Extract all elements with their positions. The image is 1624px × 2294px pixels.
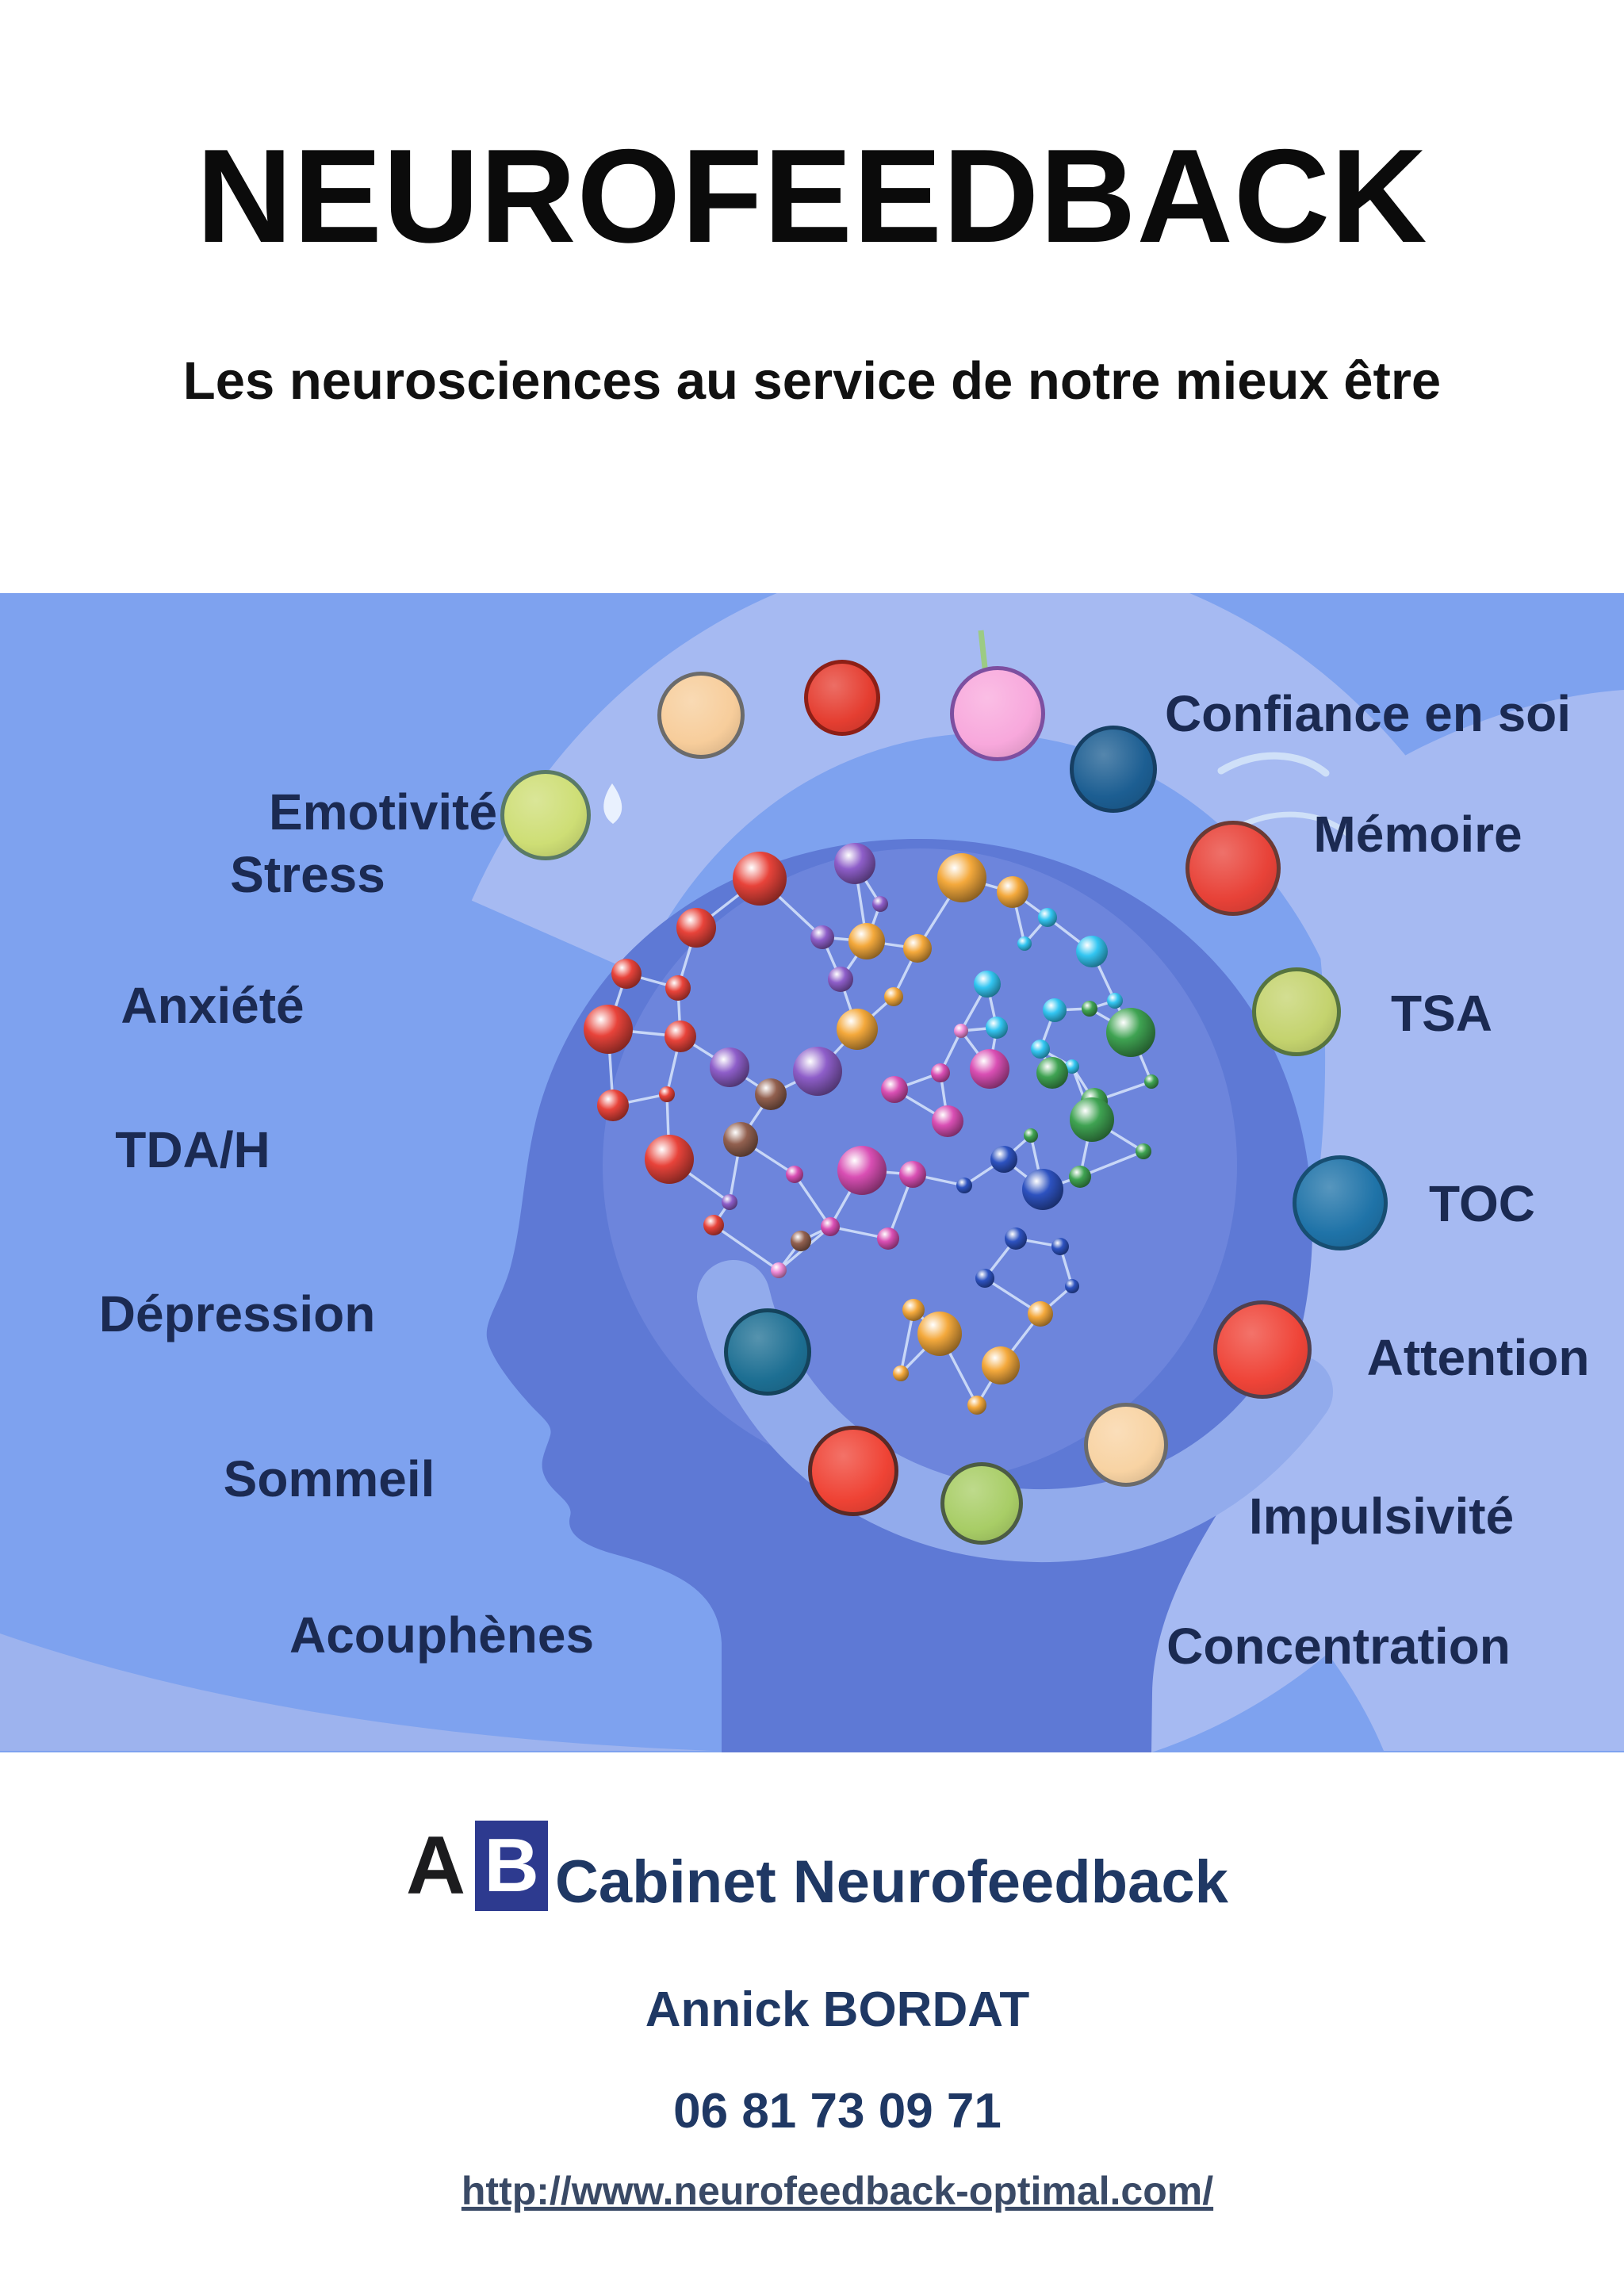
circle-top-darkblue [1070,726,1157,813]
circle-top-peach [657,672,745,759]
illustration-panel: Emotivité Stress Anxiété TDA/H Dépressio… [0,593,1624,1752]
label-concentration: Concentration [1166,1618,1511,1675]
condition-circles [0,593,1624,1752]
label-stress: Stress [230,846,385,903]
person-name: Annick BORDAT [645,1982,1030,2037]
label-emotivite: Emotivité [268,783,498,841]
label-memoire: Mémoire [1313,806,1522,863]
teardrop-decoration [603,783,622,824]
label-acouphenes: Acouphènes [289,1607,595,1664]
logo-letter-b-box: B [475,1821,549,1911]
page-subtitle: Les neurosciences au service de notre mi… [182,351,1442,411]
orbit-band-right [1205,690,1624,1751]
label-sommeil: Sommeil [223,1450,435,1507]
company-name: Cabinet Neurofeedback [555,1848,1228,1916]
swirl-decoration-1 [1217,752,1330,777]
logo-letter-a: A [406,1820,466,1912]
label-depression: Dépression [98,1285,376,1342]
circle-teal [724,1308,811,1396]
circle-memoire [1185,821,1281,916]
label-tdah: TDA/H [115,1121,270,1178]
logo-letter-b: B [484,1823,539,1908]
page-title: NEUROFEEDBACK [196,121,1428,270]
circle-toc [1293,1155,1388,1250]
circle-attention [1213,1300,1312,1399]
circle-top-pink [950,666,1045,761]
circle-bottom-red [808,1426,898,1516]
circle-emotivite [500,770,591,860]
label-attention: Attention [1366,1329,1590,1386]
label-impulsivite: Impulsivité [1248,1488,1515,1545]
logo-ab: A B [406,1820,549,1912]
label-toc: TOC [1429,1175,1535,1232]
circle-top-red [804,660,880,736]
label-confiance: Confiance en soi [1164,685,1572,742]
circle-tsa [1252,967,1341,1056]
brain-network [584,843,1159,1415]
orbit-band-bottom-left [0,1633,714,1751]
label-anxiete: Anxiété [121,977,304,1034]
phone-number: 06 81 73 09 71 [673,2084,1002,2139]
label-tsa: TSA [1391,985,1492,1042]
website-link[interactable]: http://www.neurofeedback-optimal.com/ [461,2169,1214,2213]
circle-impulsivite [1084,1403,1168,1487]
circle-bottom-green [940,1462,1023,1545]
